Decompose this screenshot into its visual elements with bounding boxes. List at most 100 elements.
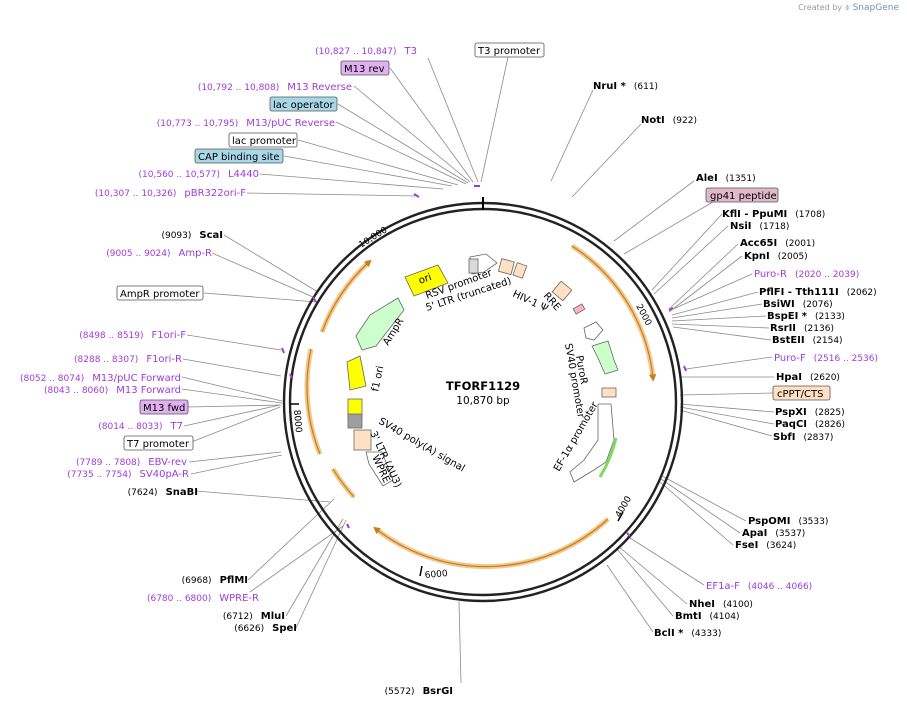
leader-line <box>195 490 331 503</box>
site-nrui[interactable]: NruI *(611) <box>593 81 658 92</box>
t7-promoter-box <box>123 435 194 451</box>
m13-rev-text: M13 rev <box>344 64 385 75</box>
label-t3-promoter[interactable]: T3 promoter <box>474 42 545 58</box>
primer-sv40pa-r[interactable]: (7735 .. 7754)SV40pA-R <box>67 469 189 480</box>
label-ampr-promoter[interactable]: AmpR promoter <box>116 285 204 301</box>
cap-binding-site-box <box>194 148 284 164</box>
label-m13-rev[interactable]: M13 rev <box>340 60 390 76</box>
label-m13-fwd[interactable]: M13 fwd <box>139 399 189 415</box>
leader-line <box>285 518 344 617</box>
primer-puro-f[interactable]: Puro-F(2516 .. 2536) <box>774 353 878 364</box>
label-f1ori: f1 ori <box>370 365 386 393</box>
leader-line <box>671 291 759 316</box>
boxed-labels: T3 promoter M13 rev lac operator lac pro… <box>116 42 831 451</box>
ori-feature <box>404 264 449 297</box>
leader-lines <box>181 56 775 684</box>
site-apai[interactable]: ApaI(3537) <box>742 528 805 539</box>
primer-f1ori-f[interactable]: (8498 .. 8519)F1ori-F <box>79 330 186 341</box>
leader-line <box>613 180 695 242</box>
site-bsrgi[interactable]: (5572)BsrGI <box>385 686 453 697</box>
primer-ef1a-f[interactable]: EF1a-F(4046 .. 4066) <box>706 581 812 592</box>
orf-arc-outlines <box>306 245 657 568</box>
lac-promoter-text: lac promoter <box>232 136 297 147</box>
leader-line <box>188 451 282 463</box>
label-lac-promoter[interactable]: lac promoter <box>228 132 298 148</box>
gp41-peptide-box <box>705 187 779 203</box>
label-gp41-peptide[interactable]: gp41 peptide <box>705 187 779 203</box>
cppt-cts-text: cPPT/CTS <box>777 389 823 400</box>
primer-t3[interactable]: (10,827 .. 10,847)T3 <box>315 46 417 57</box>
site-acc65i[interactable]: Acc65I(2001) <box>740 238 815 249</box>
leader-line <box>427 57 479 183</box>
primer-wpre-r[interactable]: (6780 .. 6800)WPRE-R <box>147 593 259 604</box>
site-spei[interactable]: (6626)SpeI <box>234 623 297 634</box>
primer-m13-puc-reverse[interactable]: (10,773 .. 10,795)M13/pUC Reverse <box>157 118 335 129</box>
orf-arrow-3 <box>332 468 355 498</box>
cap-binding-site-text: CAP binding site <box>198 152 280 163</box>
primer-mark-ef1a <box>626 532 631 537</box>
site-mlui[interactable]: (6712)MluI <box>223 611 285 622</box>
primer-l4440[interactable]: (10,560 .. 10,577)L4440 <box>139 169 259 180</box>
site-bmti[interactable]: BmtI(4104) <box>675 611 739 622</box>
site-pspomi[interactable]: PspOMI(3533) <box>748 516 828 527</box>
lac-promoter-box <box>228 132 298 148</box>
leader-line <box>203 292 318 303</box>
leader-line <box>679 403 775 413</box>
gp41-feature <box>572 303 586 315</box>
orf-arc-2 <box>374 517 610 570</box>
ampr-promoter-text: AmpR promoter <box>120 289 200 300</box>
label-cppt-cts[interactable]: cPPT/CTS <box>772 385 831 401</box>
site-pflmi[interactable]: (6968)PflMI <box>182 575 248 586</box>
lac-operator-text: lac operator <box>273 100 334 111</box>
site-noti[interactable]: NotI(922) <box>641 115 697 126</box>
primer-puro-r[interactable]: Puro-R(2020 .. 2039) <box>754 269 859 280</box>
label-t7-promoter[interactable]: T7 promoter <box>123 435 194 451</box>
primer-pbr322ori-f[interactable]: (10,307 .. 10,326)pBR322ori-F <box>95 188 246 199</box>
f1ori-feature <box>346 355 367 391</box>
leader-line <box>181 388 283 404</box>
site-bspei[interactable]: BspEI *(2133) <box>767 311 845 322</box>
primer-amp-r[interactable]: (9005 .. 9024)Amp-R <box>106 248 212 259</box>
site-pspxi[interactable]: PspXI(2825) <box>775 407 845 418</box>
primer-m13-puc-forward[interactable]: (8052 .. 8074)M13/pUC Forward <box>20 373 181 384</box>
leader-line <box>626 535 705 586</box>
site-fsei[interactable]: FseI(3624) <box>735 540 796 551</box>
lac-operator-box <box>269 96 338 112</box>
site-scai[interactable]: (9093)ScaI <box>161 230 223 241</box>
site-snabi[interactable]: (7624)SnaBI <box>128 487 198 498</box>
label-cap-binding-site[interactable]: CAP binding site <box>194 148 284 164</box>
site-alei[interactable]: AleI(1351) <box>696 173 756 184</box>
leader-line <box>211 252 314 298</box>
site-kfli[interactable]: KflI - PpuMI(1708) <box>722 209 825 220</box>
leader-line <box>653 225 729 295</box>
site-nsii[interactable]: NsiI(1718) <box>730 221 789 232</box>
label-ori: ori <box>417 272 433 287</box>
site-kpni[interactable]: KpnI(2005) <box>744 251 808 262</box>
leader-line <box>679 409 773 437</box>
primer-ebv-rev[interactable]: (7789 .. 7808)EBV-rev <box>76 457 187 468</box>
label-lac-operator[interactable]: lac operator <box>269 96 338 112</box>
primer-m13-forward[interactable]: (8043 .. 8060)M13 Forward <box>44 385 181 396</box>
leader-line <box>668 243 739 310</box>
orf-arc-4 <box>304 348 323 455</box>
leader-line <box>651 213 723 291</box>
site-pflfi[interactable]: PflFI - Tth111I(2062) <box>759 287 877 298</box>
orf-arrow-1 <box>571 245 657 382</box>
primer-m13-reverse[interactable]: (10,792 .. 10,808)M13 Reverse <box>198 82 352 93</box>
site-rsrii[interactable]: RsrII(2136) <box>770 323 834 334</box>
ampr-feature <box>355 297 405 351</box>
site-bcli[interactable]: BclI *(4333) <box>654 628 721 639</box>
t7-promoter-text: T7 promoter <box>126 439 190 450</box>
primer-mark-f1ori <box>281 347 285 354</box>
primer-f1ori-r[interactable]: (8288 .. 8307)F1ori-R <box>74 354 182 365</box>
site-nhei[interactable]: NheI(4100) <box>689 599 753 610</box>
leader-line <box>679 392 774 396</box>
primer-t7[interactable]: (8014 .. 8033)T7 <box>98 421 183 432</box>
site-paqci[interactable]: PaqCI(2826) <box>775 419 845 430</box>
site-sbfi[interactable]: SbfI(2837) <box>773 432 833 443</box>
site-bsteii[interactable]: BstEII(2154) <box>772 335 843 346</box>
ltr5-feature <box>468 258 479 274</box>
site-hpai[interactable]: HpaI(2620) <box>776 372 840 383</box>
site-bsiwi[interactable]: BsiWI(2076) <box>763 299 833 310</box>
